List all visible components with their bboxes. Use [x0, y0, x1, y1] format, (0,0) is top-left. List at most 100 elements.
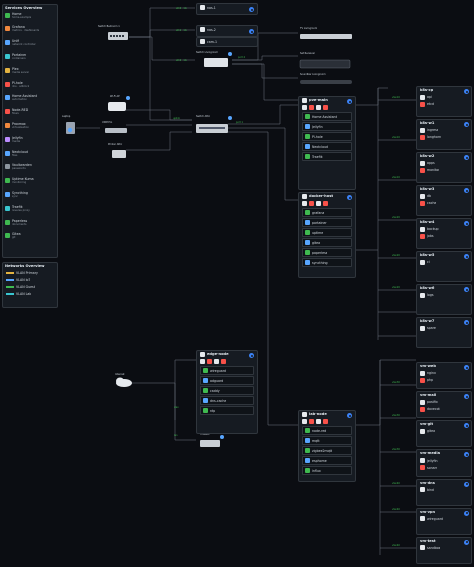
vm-row[interactable]: gitea [417, 428, 471, 435]
settings-gear-icon[interactable] [347, 99, 352, 104]
service-row[interactable]: node-red [302, 426, 352, 435]
vm-row[interactable]: spare [417, 325, 471, 332]
vm-row[interactable]: logs [417, 292, 471, 299]
service-row[interactable]: Home Assistant [302, 112, 352, 121]
switch-attic-device[interactable] [196, 116, 232, 133]
settings-gear-icon[interactable] [464, 394, 469, 400]
vm-row[interactable]: ingress [417, 127, 471, 134]
sat-device[interactable] [299, 59, 351, 69]
network-item[interactable]: VLAN Primary [3, 270, 57, 277]
vm-row[interactable]: jellyfin [417, 457, 471, 464]
service-row[interactable]: caddy [200, 386, 254, 395]
wifi-ap-device[interactable] [108, 96, 130, 111]
service-row[interactable]: influx [302, 466, 352, 475]
vm-row[interactable]: dovecot [417, 406, 471, 413]
settings-gear-icon[interactable] [464, 287, 469, 292]
settings-gear-icon[interactable] [464, 221, 469, 226]
settings-gear-icon[interactable] [464, 423, 469, 429]
printer-device[interactable] [112, 150, 126, 158]
fritzbox-device[interactable] [200, 435, 224, 447]
network-item[interactable]: VLAN Guest [3, 284, 57, 291]
service-row[interactable]: grafana [302, 208, 352, 217]
service-row[interactable]: portainer [302, 218, 352, 227]
service-row[interactable]: gitea [302, 238, 352, 247]
settings-gear-icon[interactable] [464, 122, 469, 127]
node-strip-3[interactable]: cam-1 [196, 37, 258, 47]
settings-gear-icon[interactable] [249, 353, 254, 358]
network-item[interactable]: VLAN Lab [3, 291, 57, 298]
vm-row[interactable]: backup [417, 226, 471, 233]
switch-main-device[interactable] [108, 32, 128, 40]
service-row[interactable]: zigbee2mqtt [302, 446, 352, 455]
vm-row[interactable]: apps [417, 160, 471, 167]
vm-row[interactable]: api [417, 94, 471, 101]
settings-gear-icon[interactable] [464, 452, 469, 458]
vm-row[interactable]: nginx [417, 370, 471, 377]
settings-gear-icon[interactable] [464, 539, 469, 545]
tv-device[interactable] [300, 34, 352, 39]
node-strip-1[interactable]: nas-1 [196, 3, 258, 15]
soundbar-device[interactable] [300, 80, 352, 84]
settings-gear-icon[interactable] [249, 29, 254, 34]
service-row[interactable]: Traefik [302, 152, 352, 161]
service-row[interactable]: wireguard [200, 366, 254, 375]
settings-gear-icon[interactable] [347, 195, 352, 200]
service-row[interactable]: syncthing [302, 258, 352, 267]
settings-gear-icon[interactable] [464, 365, 469, 370]
router-device[interactable] [105, 128, 127, 133]
vm-row[interactable]: wireguard [417, 515, 471, 522]
settings-gear-icon[interactable] [464, 89, 469, 94]
service-row[interactable]: adguard [200, 376, 254, 385]
switch-living-device[interactable] [204, 52, 232, 67]
vm-row[interactable]: sonarr [417, 464, 471, 471]
settings-gear-icon[interactable] [347, 413, 352, 418]
settings-gear-icon[interactable] [464, 188, 469, 193]
vm-row[interactable]: sandbox [417, 544, 471, 551]
vm-row[interactable]: php [417, 377, 471, 384]
vm-row[interactable]: monitor [417, 167, 471, 174]
service-row[interactable]: esphome [302, 456, 352, 465]
laptop-device[interactable] [66, 122, 75, 134]
service-row[interactable]: ntp [200, 406, 254, 415]
service-row[interactable]: Jellyfin [302, 122, 352, 131]
service-row[interactable]: dns-cache [200, 396, 254, 405]
service-row[interactable]: mqtt [302, 436, 352, 445]
vm-row[interactable]: cache [417, 200, 471, 207]
vm-row[interactable]: etcd [417, 101, 471, 108]
vm-row[interactable]: ci [417, 259, 471, 266]
service-row[interactable]: Nextcloud [302, 142, 352, 151]
vm-row[interactable]: postfix [417, 399, 471, 406]
settings-gear-icon[interactable] [464, 481, 469, 487]
settings-gear-icon[interactable] [464, 510, 469, 516]
vm-row[interactable]: jobs [417, 233, 471, 240]
settings-gear-icon[interactable] [249, 7, 254, 12]
